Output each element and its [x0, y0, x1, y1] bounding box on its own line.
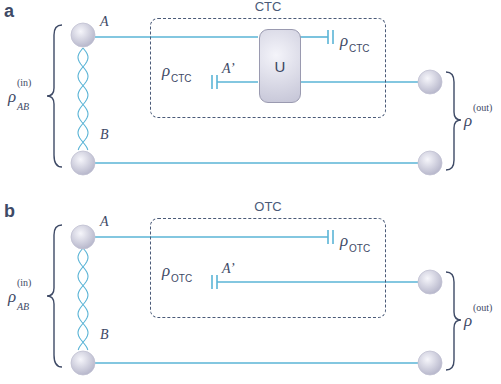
state-subscript: CTC — [349, 44, 370, 54]
ctc-region: CTC U — [150, 18, 386, 118]
state-superscript: (in) — [17, 78, 31, 88]
state-subscript: AB — [17, 302, 29, 312]
qubit-spheres — [71, 23, 442, 375]
state-symbol: ρ — [8, 288, 16, 305]
state-superscript: (out) — [473, 303, 492, 313]
qubit-name: A — [100, 15, 109, 29]
state-subscript: CTC — [171, 74, 192, 84]
panel-letter: a — [4, 2, 14, 20]
qubit-name: A’ — [222, 262, 235, 276]
unitary-box: U — [259, 29, 301, 103]
gate-label: U — [275, 58, 286, 75]
region-title: CTC — [151, 0, 385, 14]
entanglement — [78, 48, 88, 350]
qubit-name: B — [100, 128, 109, 142]
state-symbol: ρ — [340, 232, 348, 249]
qubit-name: A — [100, 215, 109, 229]
state-symbol: ρ — [8, 88, 16, 105]
state-symbol: ρ — [464, 112, 472, 129]
region-title: OTC — [151, 199, 385, 214]
state-symbol: ρ — [162, 62, 170, 79]
wires — [95, 30, 418, 363]
state-symbol: ρ — [464, 312, 472, 329]
state-subscript: AB — [17, 102, 29, 112]
braces — [47, 25, 461, 370]
qubit-name: B — [100, 328, 109, 342]
state-symbol: ρ — [340, 32, 348, 49]
state-superscript: (out) — [473, 103, 492, 113]
state-superscript: (in) — [17, 278, 31, 288]
qubit-name: A’ — [222, 62, 235, 76]
otc-region: OTC — [150, 218, 386, 318]
state-subscript: OTC — [171, 274, 192, 284]
state-symbol: ρ — [162, 262, 170, 279]
panel-letter: b — [4, 202, 15, 220]
state-subscript: OTC — [349, 244, 370, 254]
